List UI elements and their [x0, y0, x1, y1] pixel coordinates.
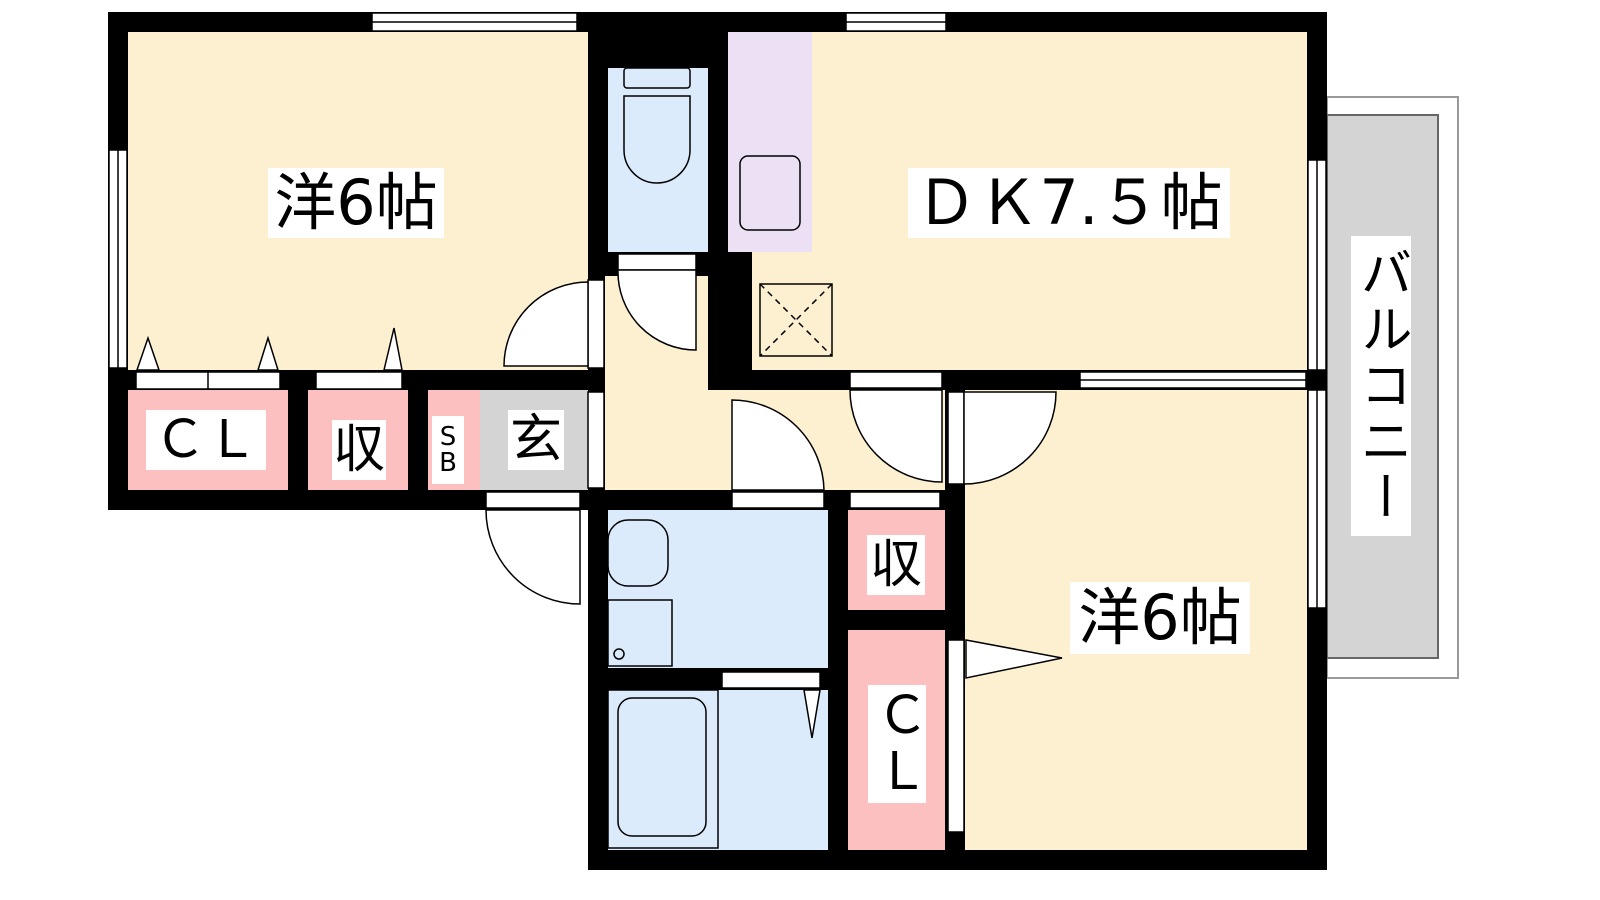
toilet-bowl-icon [623, 95, 691, 184]
bathtub-icon [617, 697, 707, 837]
door-swing-toilet [617, 269, 697, 351]
door-swing-room1 [503, 281, 589, 367]
sink-icon [739, 155, 801, 231]
closet-1-label: ＣＬ [146, 410, 266, 470]
washroom-floor [608, 510, 828, 668]
dk-label: ＤＫ7.５帖 [908, 168, 1230, 238]
entrance-label: 玄 [508, 410, 564, 470]
door-swing-washroom [731, 399, 825, 491]
bathtub-area [607, 689, 719, 849]
western-room-2-label: 洋6帖 [1070, 582, 1250, 654]
door-swing-hall [849, 389, 943, 483]
door-swing-room2 [963, 391, 1057, 485]
storage-2-label: 収 [867, 535, 925, 595]
storage-1-door [315, 371, 403, 390]
closet-2-label: ＣＬ [867, 685, 927, 803]
closet-2-door [947, 639, 965, 833]
western-room-1-label: 洋6帖 [268, 168, 444, 238]
washing-machine-space [607, 599, 673, 667]
storage-1-label: 収 [332, 420, 386, 480]
wash-basin-icon [607, 519, 669, 587]
kitchen-counter [728, 32, 812, 252]
toilet-tank [623, 67, 691, 89]
door-swing-entrance [485, 509, 581, 605]
shoe-box-label: SB [432, 416, 464, 484]
balcony-label: バルコニー [1351, 236, 1411, 536]
